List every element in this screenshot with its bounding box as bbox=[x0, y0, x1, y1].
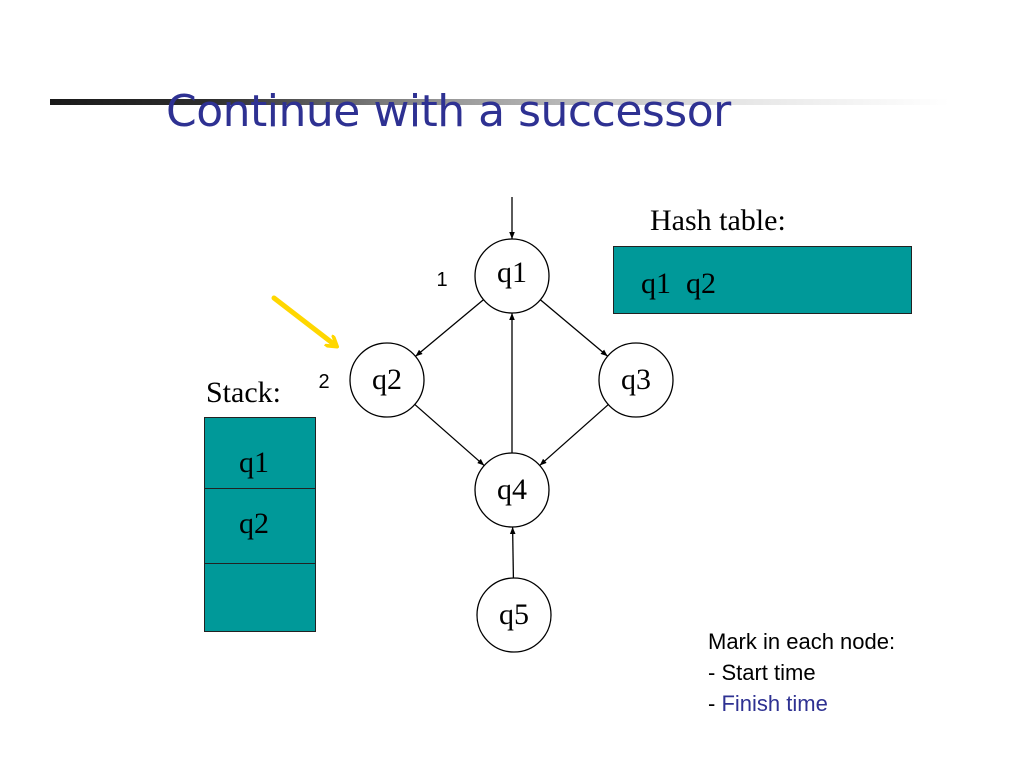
edge-q1-q3 bbox=[539, 299, 609, 357]
stack-label: Stack: bbox=[206, 376, 281, 409]
node-q1 bbox=[474, 238, 550, 314]
hash-table-entries: q1 q2 bbox=[641, 267, 716, 300]
hash-table-label: Hash table: bbox=[650, 204, 786, 237]
stack-item: q1 bbox=[239, 446, 269, 479]
node-label: q2 bbox=[372, 363, 402, 396]
node-order-label: 2 bbox=[318, 371, 329, 393]
notes-dash: - bbox=[708, 660, 722, 685]
edge-q1-q2 bbox=[415, 299, 484, 357]
title-rule bbox=[50, 99, 950, 105]
node-label: q1 bbox=[497, 256, 527, 289]
notes-finish: Finish time bbox=[721, 691, 828, 716]
graph-nodes: q1 q2 q3 q4 q5 bbox=[349, 238, 674, 653]
node-label: q4 bbox=[497, 473, 527, 506]
notes-dash: - bbox=[708, 691, 722, 716]
node-q4 bbox=[474, 452, 550, 528]
stack-cell bbox=[205, 564, 315, 631]
notes-start: Start time bbox=[721, 660, 816, 685]
edge-q3-q4 bbox=[539, 404, 609, 466]
node-q3 bbox=[598, 342, 674, 418]
page-title: Continue with a successor bbox=[166, 86, 731, 137]
graph-annotations: 12 bbox=[271, 269, 448, 393]
stack-cell: q2 bbox=[205, 489, 315, 564]
edge-q2-q4 bbox=[414, 403, 485, 467]
stack-box: q1 q2 bbox=[204, 417, 316, 632]
edge-q5-q4 bbox=[509, 526, 516, 579]
node-q2 bbox=[349, 342, 425, 418]
node-label: q5 bbox=[499, 598, 529, 631]
node-q5 bbox=[476, 577, 552, 653]
current-node-pointer-arrow bbox=[271, 295, 335, 345]
stack-item: q2 bbox=[239, 507, 269, 540]
node-label: q3 bbox=[621, 363, 651, 396]
stack-cell: q1 bbox=[205, 418, 315, 489]
graph-edges bbox=[414, 197, 609, 579]
notes: Mark in each node: - Start time - Finish… bbox=[708, 626, 895, 719]
hash-table-box: q1 q2 bbox=[613, 246, 912, 314]
notes-finish-line: - Finish time bbox=[708, 688, 895, 719]
notes-heading: Mark in each node: bbox=[708, 629, 896, 654]
node-order-label: 1 bbox=[436, 269, 447, 291]
notes-start-line: - Start time bbox=[708, 657, 895, 688]
